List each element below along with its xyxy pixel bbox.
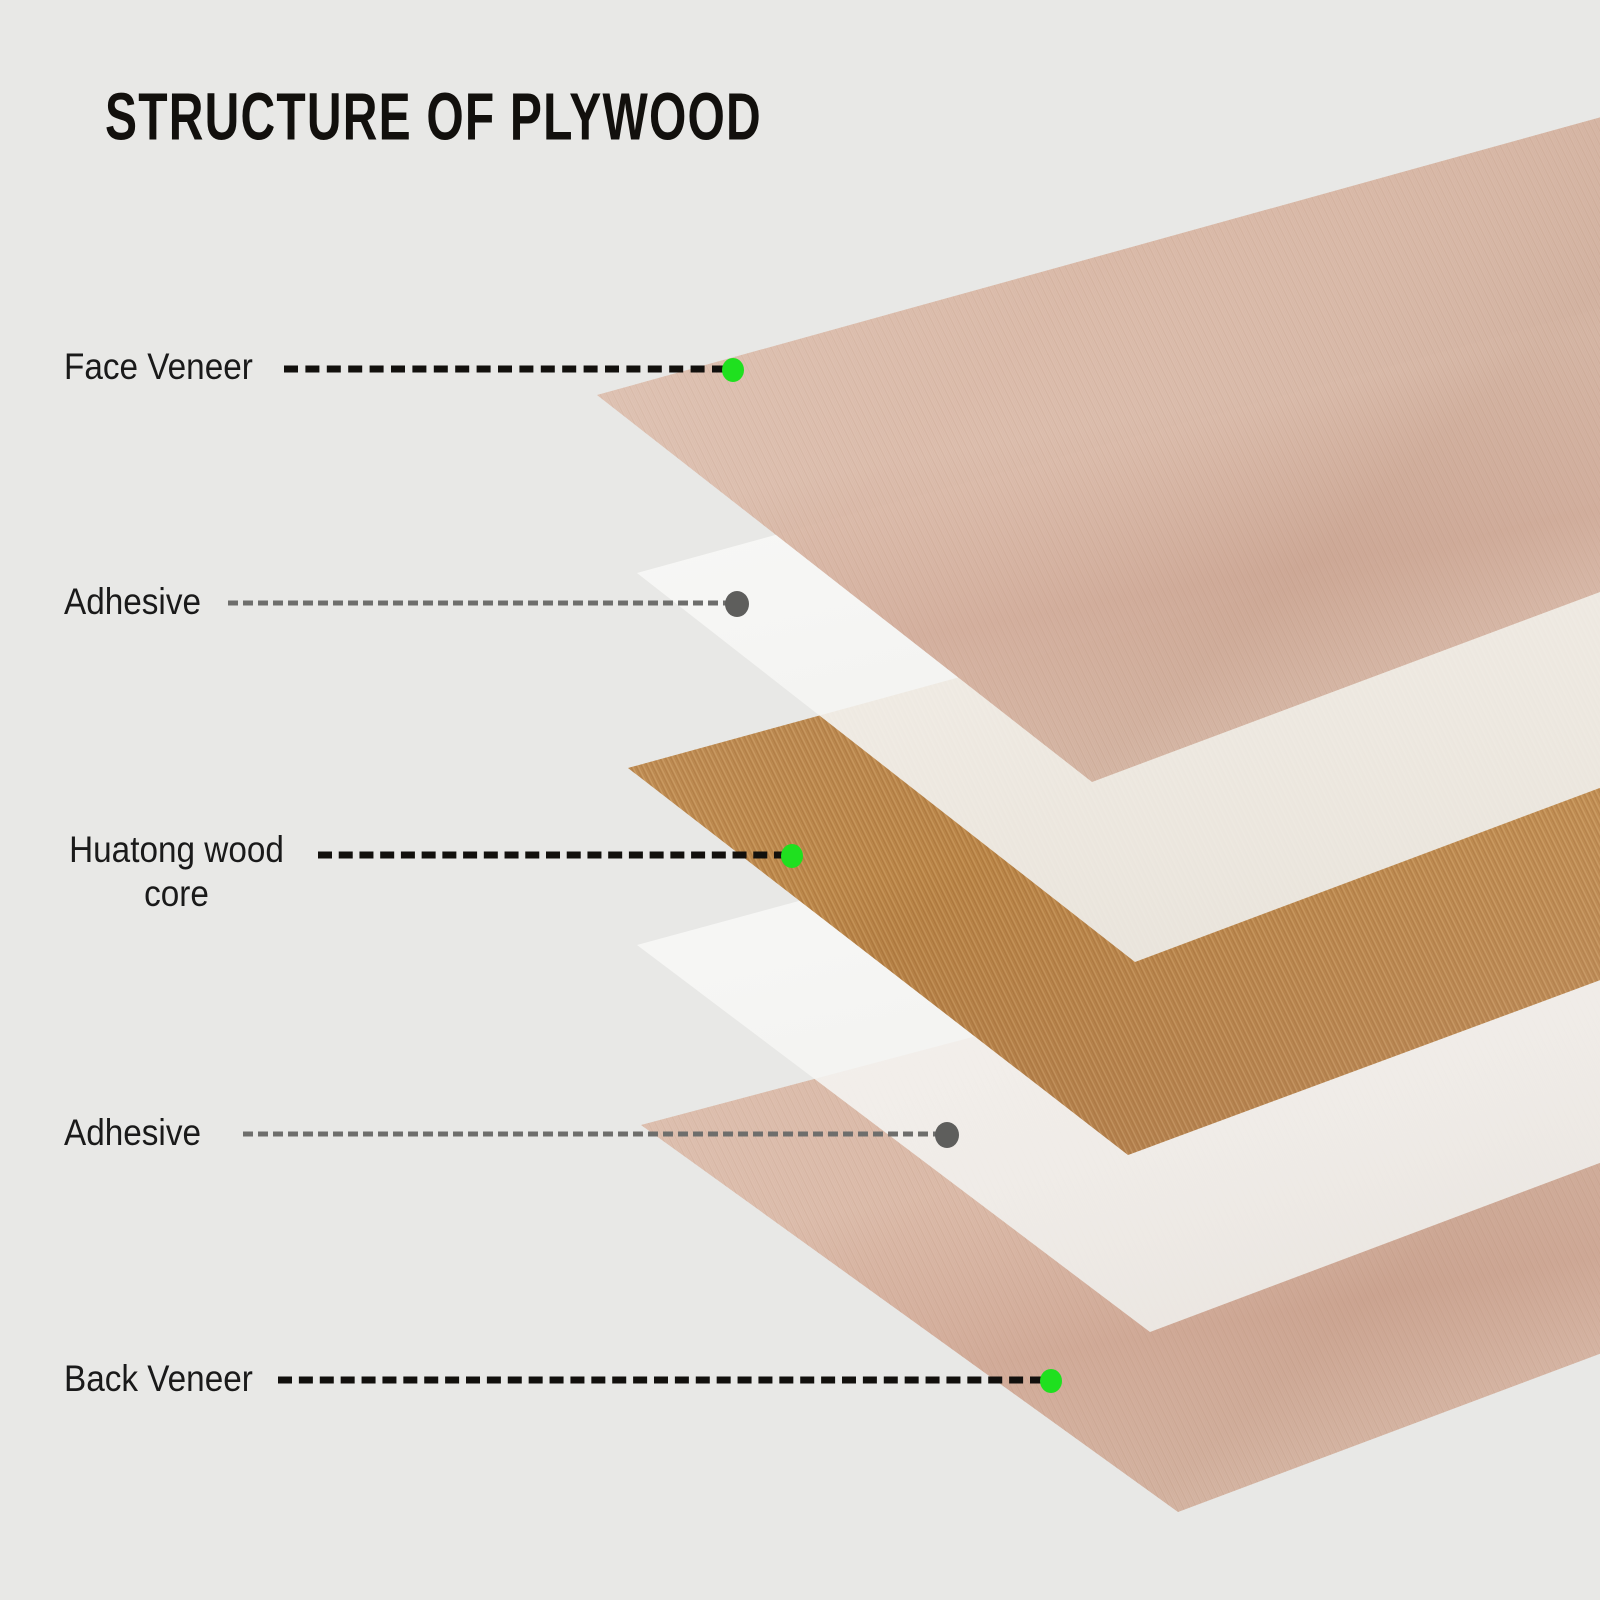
marker-dot-adhesive-top[interactable] — [725, 591, 749, 617]
label-huatong-wood-core: Huatong wood core — [64, 828, 289, 915]
page-title: STRUCTURE OF PLYWOOD — [105, 79, 762, 155]
leader-dash-adhesive-bottom — [243, 1131, 943, 1137]
leader-dash-face-veneer — [284, 365, 726, 373]
leader-dash-back-veneer — [278, 1376, 1044, 1384]
label-adhesive-bottom: Adhesive — [64, 1112, 201, 1153]
label-back-veneer: Back Veneer — [64, 1358, 253, 1399]
layer-face-veneer — [597, 117, 1600, 782]
marker-dot-face-veneer[interactable] — [722, 358, 744, 382]
marker-dot-back-veneer[interactable] — [1040, 1369, 1062, 1393]
label-huatong-wood-core-line1: Huatong wood — [69, 829, 284, 870]
marker-dot-huatong-wood-core[interactable] — [781, 844, 803, 868]
leader-dash-adhesive-top — [228, 600, 733, 606]
leader-dash-huatong-wood-core — [318, 851, 788, 859]
label-face-veneer: Face Veneer — [64, 346, 253, 387]
label-adhesive-top: Adhesive — [64, 581, 201, 622]
marker-dot-adhesive-bottom[interactable] — [935, 1122, 959, 1148]
label-huatong-wood-core-line2: core — [144, 872, 209, 914]
